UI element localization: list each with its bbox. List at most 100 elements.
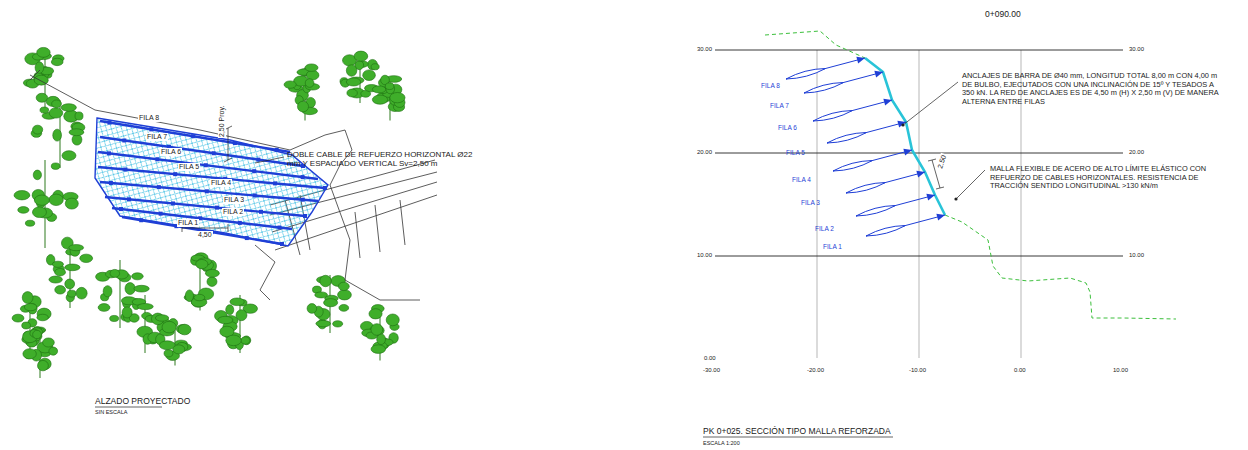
tree-foliage (67, 290, 76, 297)
tree-foliage (55, 286, 66, 295)
drawing-label: FILA 7 (770, 102, 789, 109)
terrain-profile (945, 215, 1176, 319)
terrain-lines (30, 70, 437, 300)
anchor-point (280, 242, 284, 246)
tree-foliage (134, 285, 149, 292)
anchor-point (123, 168, 127, 172)
axis-label: 10.00 (1113, 367, 1128, 374)
tree-foliage (52, 100, 62, 108)
anchor-point (301, 175, 305, 179)
drawing-label: 2.50 (936, 153, 948, 170)
drawing-label: FILA 1 (177, 219, 199, 227)
axis-label: -20.00 (807, 367, 824, 374)
axis-label: 0.00 (704, 355, 716, 362)
drawing-label: FILA 8 (138, 114, 160, 122)
drawing-label: 4,50 (197, 231, 213, 239)
tree-foliage (347, 89, 358, 97)
drawing-label: 2,50 Proy. (218, 105, 226, 138)
drawing-label: FILA 6 (160, 148, 182, 156)
tree-foliage (76, 287, 87, 299)
tree-foliage (75, 112, 83, 120)
tree-foliage (51, 163, 60, 169)
tree-foliage (22, 292, 33, 304)
drawing-label: FILA 2 (222, 208, 244, 216)
tree-foliage (98, 304, 110, 312)
callout-note: DOBLE CABLE DE REFUERZO HORIZONTAL Ø22 m… (287, 150, 482, 168)
tree-foliage (23, 349, 36, 359)
anchor-bulb (813, 111, 853, 122)
tree-foliage (196, 259, 208, 268)
anchor-point (173, 172, 177, 176)
tree-foliage (32, 125, 42, 134)
tree-foliage (65, 264, 80, 271)
anchor-point (127, 197, 131, 201)
axis-label: 10.00 (1129, 252, 1144, 259)
anchor-bar (866, 215, 945, 236)
tree-foliage (307, 304, 317, 314)
tree-foliage (241, 337, 250, 344)
tree-foliage (371, 345, 386, 354)
axis-label: 30.00 (1129, 46, 1144, 53)
drawing-label: FILA 5 (178, 163, 200, 171)
tree-foliage (207, 277, 217, 287)
tree-foliage (137, 304, 153, 310)
axis-label: 20.00 (697, 149, 712, 156)
tree-foliage (24, 303, 37, 310)
anchor-bar (804, 72, 883, 93)
drawing-label: FILA 5 (786, 149, 805, 156)
tree-foliage (369, 309, 382, 319)
tree-foliage (371, 64, 379, 70)
tree-foliage (132, 273, 144, 280)
tree-foliage (49, 108, 62, 118)
mesh-area (95, 118, 328, 246)
tree-foliage (372, 95, 387, 104)
anchor-head (916, 171, 925, 178)
axis-label: 20.00 (1129, 149, 1144, 156)
anchor-point (238, 221, 242, 225)
anchor-point (212, 151, 216, 155)
terrain-profile (765, 31, 865, 58)
tree-foliage (69, 129, 84, 136)
anchor-bar (833, 150, 912, 171)
drawing-label: FILA 8 (761, 82, 780, 89)
anchor-point (303, 214, 307, 218)
tree-foliage (33, 170, 41, 180)
anchors (786, 57, 945, 236)
tree-foliage (55, 269, 66, 276)
tree-foliage (122, 307, 132, 318)
anchor-bulb (846, 183, 886, 194)
anchor-bar (786, 58, 865, 79)
tree-foliage (315, 292, 328, 298)
axis-label: -10.00 (909, 367, 926, 374)
tree-foliage (49, 194, 63, 205)
tree-foliage (320, 275, 331, 286)
tree-foliage (62, 151, 76, 161)
anchor-point (273, 181, 277, 185)
axis-label: 10.00 (697, 252, 712, 259)
drawing-label: FILA 4 (210, 179, 232, 187)
anchor-point (149, 127, 153, 131)
tree-foliage (32, 207, 46, 218)
tree-foliage (53, 129, 62, 141)
anchor-bulb (786, 69, 826, 80)
anchor-point (259, 210, 263, 214)
anchor-point (256, 158, 260, 162)
tree-foliage (38, 360, 49, 370)
tree-foliage (69, 245, 84, 251)
anchor-point (107, 151, 111, 155)
drawing-label: FILA 3 (223, 196, 245, 204)
anchor-bulb (827, 133, 867, 144)
tree-foliage (324, 299, 338, 307)
tree-foliage (110, 315, 119, 321)
tree-foliage (34, 195, 49, 205)
dimension-lines (182, 126, 284, 232)
tree-foliage (35, 62, 44, 74)
tree-foliage (36, 93, 48, 102)
tree-foliage (226, 305, 234, 315)
tree-foliage (40, 107, 49, 113)
anchor-bulb (866, 226, 906, 237)
tree-foliage (346, 78, 360, 86)
anchor-bar (856, 195, 935, 216)
drawing-label: FILA 7 (146, 133, 168, 141)
tree-foliage (390, 92, 405, 102)
